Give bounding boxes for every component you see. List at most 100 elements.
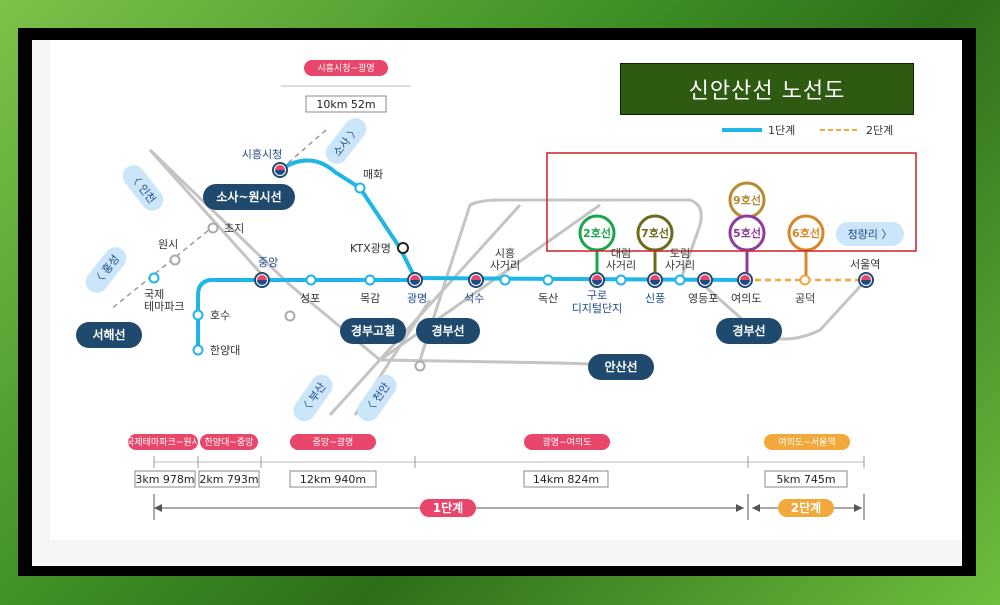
- segment-3-distance: 12km 940m: [300, 473, 366, 486]
- cheongnyangni-label: 청량리 〉: [848, 228, 893, 241]
- dashed-branches: [109, 129, 327, 311]
- label-daerim-1: 대림: [611, 247, 631, 260]
- station-choji: [207, 222, 219, 234]
- station-maehwa: [354, 182, 366, 194]
- siheung-branch: [278, 158, 417, 280]
- station-siheung-sageori: [499, 274, 511, 286]
- transfer-guro: [589, 272, 605, 288]
- label-hanyangdae: 한양대: [210, 344, 240, 357]
- label-guro-2: 디지털단지: [572, 302, 623, 315]
- pill-ansan: 안산선: [604, 359, 637, 374]
- hoso-branch: [196, 278, 264, 352]
- top-segment-pill: [304, 60, 388, 76]
- pill-gyeongbu-express: 경부고철: [351, 323, 395, 338]
- station-doksan: [542, 274, 554, 286]
- station-gukje: [148, 272, 160, 284]
- label-maehwa: 매화: [363, 168, 383, 181]
- line-pills: 소사~원시선 서해선 경부고철 경부선 경부선 안산선: [76, 184, 782, 380]
- label-siheung-sageori-2: 사거리: [490, 259, 520, 272]
- pill-gyeongbu-2: 경부선: [732, 323, 765, 338]
- map-canvas: [50, 40, 962, 540]
- label-seoksu: 석수: [464, 292, 484, 305]
- main-track: [413, 276, 747, 282]
- label-yeouido: 여의도: [731, 292, 761, 305]
- top-segment-box: [305, 95, 387, 113]
- transfer-sinpung: [647, 272, 663, 288]
- transfer-stations: [254, 162, 874, 288]
- station-labels: 시흥시청 매화 KTX광명 초지 원시 국제 테마파크 중앙 성포 목감 광명 …: [144, 147, 880, 357]
- transfer-jungang: [254, 272, 270, 288]
- phase2-bar-label: 2단계: [791, 500, 821, 515]
- segment-5-label: 여의도~서울역: [778, 436, 835, 448]
- sosa-track: [148, 148, 267, 280]
- transfer-yeongdeungpo: [697, 272, 713, 288]
- line5-label: 5호선: [733, 226, 761, 240]
- segment-1-label: 국제테마파크~원시: [126, 437, 200, 448]
- label-choji: 초지: [224, 222, 244, 235]
- legend-phase2: 2단계: [866, 124, 893, 137]
- transfer-rings: 2호선 7호선 9호선 5호선 6호선: [578, 181, 825, 275]
- line2-ring: [578, 214, 616, 252]
- phase1-bar-label: 1단계: [433, 500, 463, 515]
- segment-5-distance: 5km 745m: [776, 473, 835, 486]
- segment-3-label: 중앙~광명: [313, 436, 354, 448]
- segment-4-label: 광명~여의도: [543, 436, 592, 448]
- transfer-yeouido: [737, 272, 753, 288]
- label-wonsi: 원시: [158, 238, 178, 251]
- transfer-seoul: [858, 272, 874, 288]
- label-ktx: KTX광명: [350, 242, 391, 255]
- segment-4-distance: 14km 824m: [533, 473, 599, 486]
- label-sinpung: 신풍: [645, 292, 665, 305]
- label-guro-1: 구로: [587, 289, 607, 302]
- label-gwangmyeong: 광명: [407, 292, 427, 305]
- station-node2: [414, 360, 426, 372]
- highlight-box: [546, 152, 917, 252]
- stations-small: [148, 182, 811, 356]
- station-daerim: [615, 274, 627, 286]
- line9-label: 9호선: [733, 193, 761, 207]
- pill-sosa-wonsi: 소사~원시선: [216, 189, 281, 204]
- top-segment-label: 시흥시청~광명: [317, 62, 374, 74]
- label-doksan: 독산: [538, 292, 558, 305]
- label-siheung-cityhall: 시흥시청: [242, 147, 282, 161]
- label-siheung-sageori-1: 시흥: [495, 246, 515, 260]
- label-mokgam: 목감: [360, 292, 380, 305]
- segment-2-label: 한양대~중앙: [205, 436, 254, 448]
- segment-2-distance: 2km 793m: [199, 473, 258, 486]
- station-dorim: [674, 274, 686, 286]
- line6-label: 6호선: [792, 226, 820, 240]
- top-segment-distance: 10km 52m: [316, 98, 375, 111]
- transfer-siheung: [272, 162, 288, 178]
- gray-stations: [169, 222, 426, 372]
- label-hoso: 호수: [210, 309, 230, 322]
- line7-label: 7호선: [641, 226, 669, 240]
- label-gukje-1: 국제: [144, 288, 164, 301]
- label-dorim-2: 사거리: [665, 259, 695, 272]
- pill-gyeongbu-1: 경부선: [431, 323, 464, 338]
- distance-bar: 국제테마파크~원시 한양대~중앙 중앙~광명 광명~여의도 여의도~서울역 3k…: [126, 434, 865, 520]
- page-title: 신안산선 노선도: [620, 63, 914, 115]
- line5-ring: [728, 214, 766, 252]
- transfer-gwangmyeong: [407, 272, 423, 288]
- station-hoso: [192, 309, 204, 321]
- label-seongpo: 성포: [300, 292, 320, 305]
- line2-label: 2호선: [583, 226, 611, 240]
- label-daerim-2: 사거리: [606, 259, 636, 272]
- station-seongpo: [305, 274, 317, 286]
- transfer-seoksu: [468, 272, 484, 288]
- pill-seohae: 서해선: [92, 327, 125, 342]
- segment-1-distance: 3km 978m: [135, 473, 194, 486]
- legend-phase1: 1단계: [768, 124, 795, 137]
- sosa-dashed: [279, 129, 327, 171]
- cheongnyangni-pill: [836, 222, 904, 246]
- label-gongdeok: 공덕: [795, 292, 815, 305]
- station-hanyangdae: [192, 344, 204, 356]
- gyeongbu-track-1: [418, 198, 703, 361]
- label-dorim-1: 도림: [670, 247, 690, 260]
- station-gongdeok: [799, 274, 811, 286]
- line7-ring: [636, 214, 674, 252]
- seohae-dashed: [109, 224, 216, 311]
- line6-ring: [787, 214, 825, 252]
- station-node1: [284, 310, 296, 322]
